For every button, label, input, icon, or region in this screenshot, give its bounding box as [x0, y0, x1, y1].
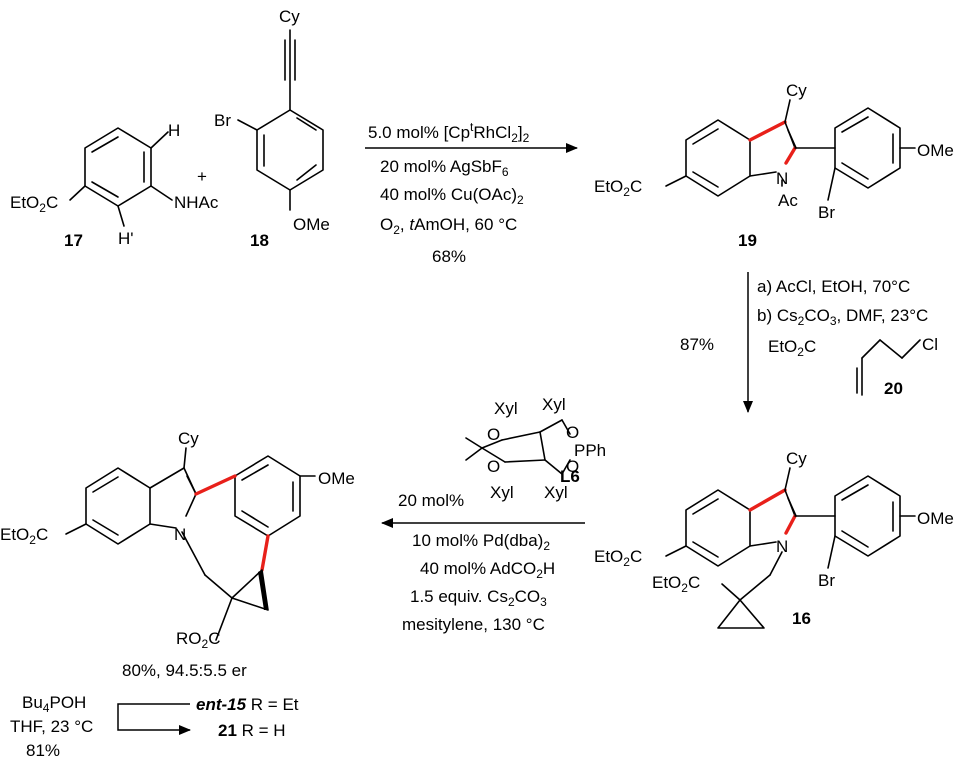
- ester-label: EtO2C: [0, 525, 48, 547]
- cond-ag: 20 mol% AgSbF6: [380, 157, 509, 179]
- arrow-step4: [117, 703, 191, 735]
- o-4: O: [566, 457, 579, 476]
- ester-label-2: EtO2C: [652, 573, 700, 595]
- nhac-label: NHAc: [174, 193, 219, 212]
- cy-label: Cy: [786, 449, 807, 468]
- n-label: N: [776, 537, 788, 556]
- result-yield-er: 80%, 94.5:5.5 er: [122, 661, 247, 680]
- cond-b: b) Cs2CO3, DMF, 23°C: [757, 306, 928, 328]
- compound-20-label: 20: [884, 379, 903, 398]
- o-2: O: [487, 457, 500, 476]
- br-label: Br: [818, 203, 835, 222]
- ester-label: EtO2C: [594, 177, 642, 199]
- cond-cu: 40 mol% Cu(OAc)2: [380, 185, 524, 207]
- cond-o2: O2, tAmOH, 60 °C: [380, 215, 517, 237]
- ligand-l6-label: L6: [560, 467, 580, 486]
- reagent-bu4poh: Bu4POH: [22, 693, 86, 715]
- compound-19: Cy OMe EtO2C N Ac Br 19: [594, 81, 954, 250]
- product-ent15: Cy OMe EtO2C N RO2C: [0, 429, 355, 651]
- cond-cs2co3: 1.5 equiv. Cs2CO3: [410, 587, 547, 609]
- plus-sign: +: [197, 167, 207, 186]
- n-label: N: [174, 525, 186, 544]
- br-label: Br: [214, 111, 231, 130]
- ome-label: OMe: [917, 509, 954, 528]
- yield-68: 68%: [432, 247, 466, 266]
- cond-mesitylene: mesitylene, 130 °C: [402, 615, 545, 634]
- solvent-thf: THF, 23 °C: [10, 717, 93, 736]
- pph-label: PPh: [574, 441, 606, 460]
- compound-18-label: 18: [250, 231, 269, 250]
- xyl-3: Xyl: [490, 483, 514, 502]
- xyl-4: Xyl: [544, 483, 568, 502]
- ligand-l6: Xyl Xyl Xyl Xyl O O O O PPh L6: [465, 395, 606, 502]
- ligand-loading: 20 mol%: [398, 491, 464, 510]
- ac-label: Ac: [778, 191, 798, 210]
- cl-label: Cl: [922, 335, 938, 354]
- cond-pd: 10 mol% Pd(dba)2: [412, 531, 550, 553]
- reagent-20: EtO2C Cl 20: [768, 335, 938, 398]
- yield-81: 81%: [26, 741, 60, 760]
- yield-87: 87%: [680, 335, 714, 354]
- compound-17: H NHAc H' EtO2C 17: [10, 121, 219, 250]
- ester-label: EtO2C: [10, 193, 58, 215]
- cond-adco2h: 40 mol% AdCO2H: [420, 559, 555, 581]
- h-prime-label: H': [118, 229, 134, 248]
- compound-19-label: 19: [738, 231, 757, 250]
- ome-label: OMe: [917, 141, 954, 160]
- ent15-line: ent-15 R = Et: [196, 695, 299, 714]
- ester-label: EtO2C: [768, 337, 816, 359]
- compound-16: Cy OMe EtO2C N Br EtO2C 16: [594, 449, 954, 629]
- cy-label: Cy: [786, 81, 807, 100]
- xyl-1: Xyl: [494, 399, 518, 418]
- o-1: O: [487, 425, 500, 444]
- cy-label: Cy: [178, 429, 199, 448]
- ome-label: OMe: [318, 469, 355, 488]
- o-3: O: [566, 423, 579, 442]
- ome-label: OMe: [293, 215, 330, 234]
- compound-17-label: 17: [64, 231, 83, 250]
- compound-21-line: 21 R = H: [218, 721, 286, 740]
- compound-18: Cy Br OMe 18: [214, 7, 330, 250]
- cond-a: a) AcCl, EtOH, 70°C: [757, 277, 910, 296]
- cond-rh: 5.0 mol% [CptRhCl2]2: [368, 120, 530, 145]
- xyl-2: Xyl: [542, 395, 566, 414]
- cy-label: Cy: [279, 7, 300, 26]
- br-label: Br: [818, 571, 835, 590]
- ro2c-label: RO2C: [176, 629, 220, 651]
- h-label: H: [168, 121, 180, 140]
- n-label: N: [776, 169, 788, 188]
- ester-label: EtO2C: [594, 547, 642, 569]
- compound-16-label: 16: [792, 609, 811, 628]
